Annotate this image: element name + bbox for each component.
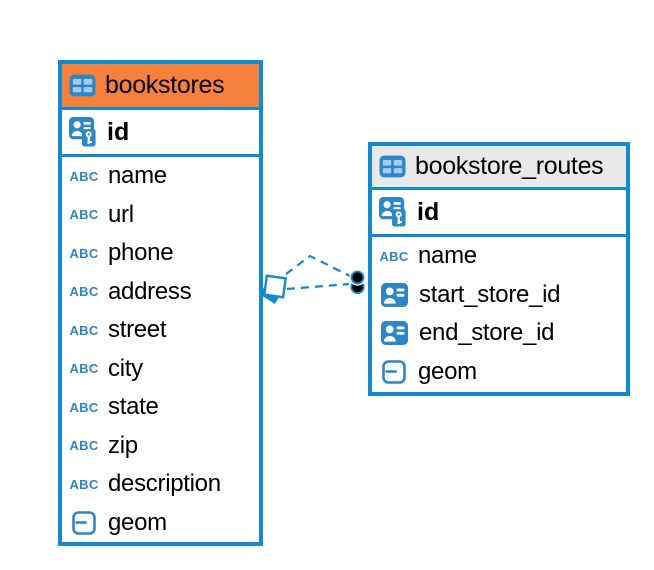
column-row-description[interactable]: ABC description (62, 465, 259, 504)
column-name: name (108, 162, 167, 190)
column-row-city[interactable]: ABC city (62, 350, 259, 389)
person-card-icon (381, 321, 408, 345)
table-title: bookstores (105, 71, 225, 99)
abc-text-icon: ABC (69, 322, 99, 338)
abc-text-icon: ABC (69, 168, 99, 184)
geometry-box-icon (72, 511, 96, 535)
person-card-icon (381, 283, 408, 307)
column-name: end_store_id (419, 319, 555, 347)
column-row-street[interactable]: ABC street (62, 311, 259, 350)
column-name: geom (418, 357, 477, 385)
column-row-state[interactable]: ABC state (62, 388, 259, 427)
abc-text-icon: ABC (69, 245, 99, 261)
column-name: id (107, 117, 130, 146)
table-header-bookstores[interactable]: bookstores (62, 64, 259, 110)
column-row-id[interactable]: id (372, 190, 626, 237)
abc-text-icon: ABC (69, 438, 99, 454)
abc-text-icon: ABC (69, 207, 99, 223)
column-name: geom (108, 508, 167, 536)
column-row-end-store-id[interactable]: end_store_id (372, 314, 626, 353)
abc-text-icon: ABC (69, 399, 99, 415)
abc-text-icon: ABC (69, 476, 99, 492)
column-row-phone[interactable]: ABC phone (62, 234, 259, 273)
relation-diamond-markers[interactable] (259, 274, 288, 304)
person-key-icon (69, 117, 98, 147)
column-row-id[interactable]: id (62, 110, 259, 157)
column-row-name[interactable]: ABC name (62, 157, 259, 196)
relation-dot-markers[interactable] (349, 269, 366, 295)
column-row-geom[interactable]: geom (372, 353, 626, 392)
column-name: address (108, 277, 192, 305)
column-row-name[interactable]: ABC name (372, 237, 626, 276)
column-name: city (108, 354, 143, 382)
column-name: zip (108, 431, 138, 459)
column-name: description (108, 470, 221, 498)
table-bookstore-routes[interactable]: bookstore_routes id ABC name start_store… (368, 142, 630, 396)
column-name: id (417, 197, 440, 226)
relation-line-end-store[interactable] (286, 282, 350, 291)
column-row-address[interactable]: ABC address (62, 273, 259, 312)
column-row-geom[interactable]: geom (62, 504, 259, 543)
column-name: state (108, 393, 159, 421)
abc-text-icon: ABC (69, 361, 99, 377)
abc-text-icon: ABC (379, 248, 409, 264)
person-key-icon (379, 197, 408, 227)
geometry-box-icon (382, 360, 406, 384)
column-row-zip[interactable]: ABC zip (62, 427, 259, 466)
abc-text-icon: ABC (69, 284, 99, 300)
column-name: url (108, 200, 134, 228)
table-header-bookstore-routes[interactable]: bookstore_routes (372, 146, 626, 190)
column-name: name (418, 242, 477, 270)
column-name: street (108, 316, 167, 344)
column-row-url[interactable]: ABC url (62, 196, 259, 235)
column-name: phone (108, 239, 174, 267)
table-bookstores[interactable]: bookstores id ABC name ABC url ABC phone… (58, 60, 263, 546)
table-grid-icon (69, 74, 96, 97)
table-title: bookstore_routes (415, 152, 604, 180)
table-grid-icon (379, 155, 406, 178)
column-row-start-store-id[interactable]: start_store_id (372, 276, 626, 315)
column-name: start_store_id (419, 280, 561, 308)
relation-line-start-store[interactable] (285, 254, 353, 278)
